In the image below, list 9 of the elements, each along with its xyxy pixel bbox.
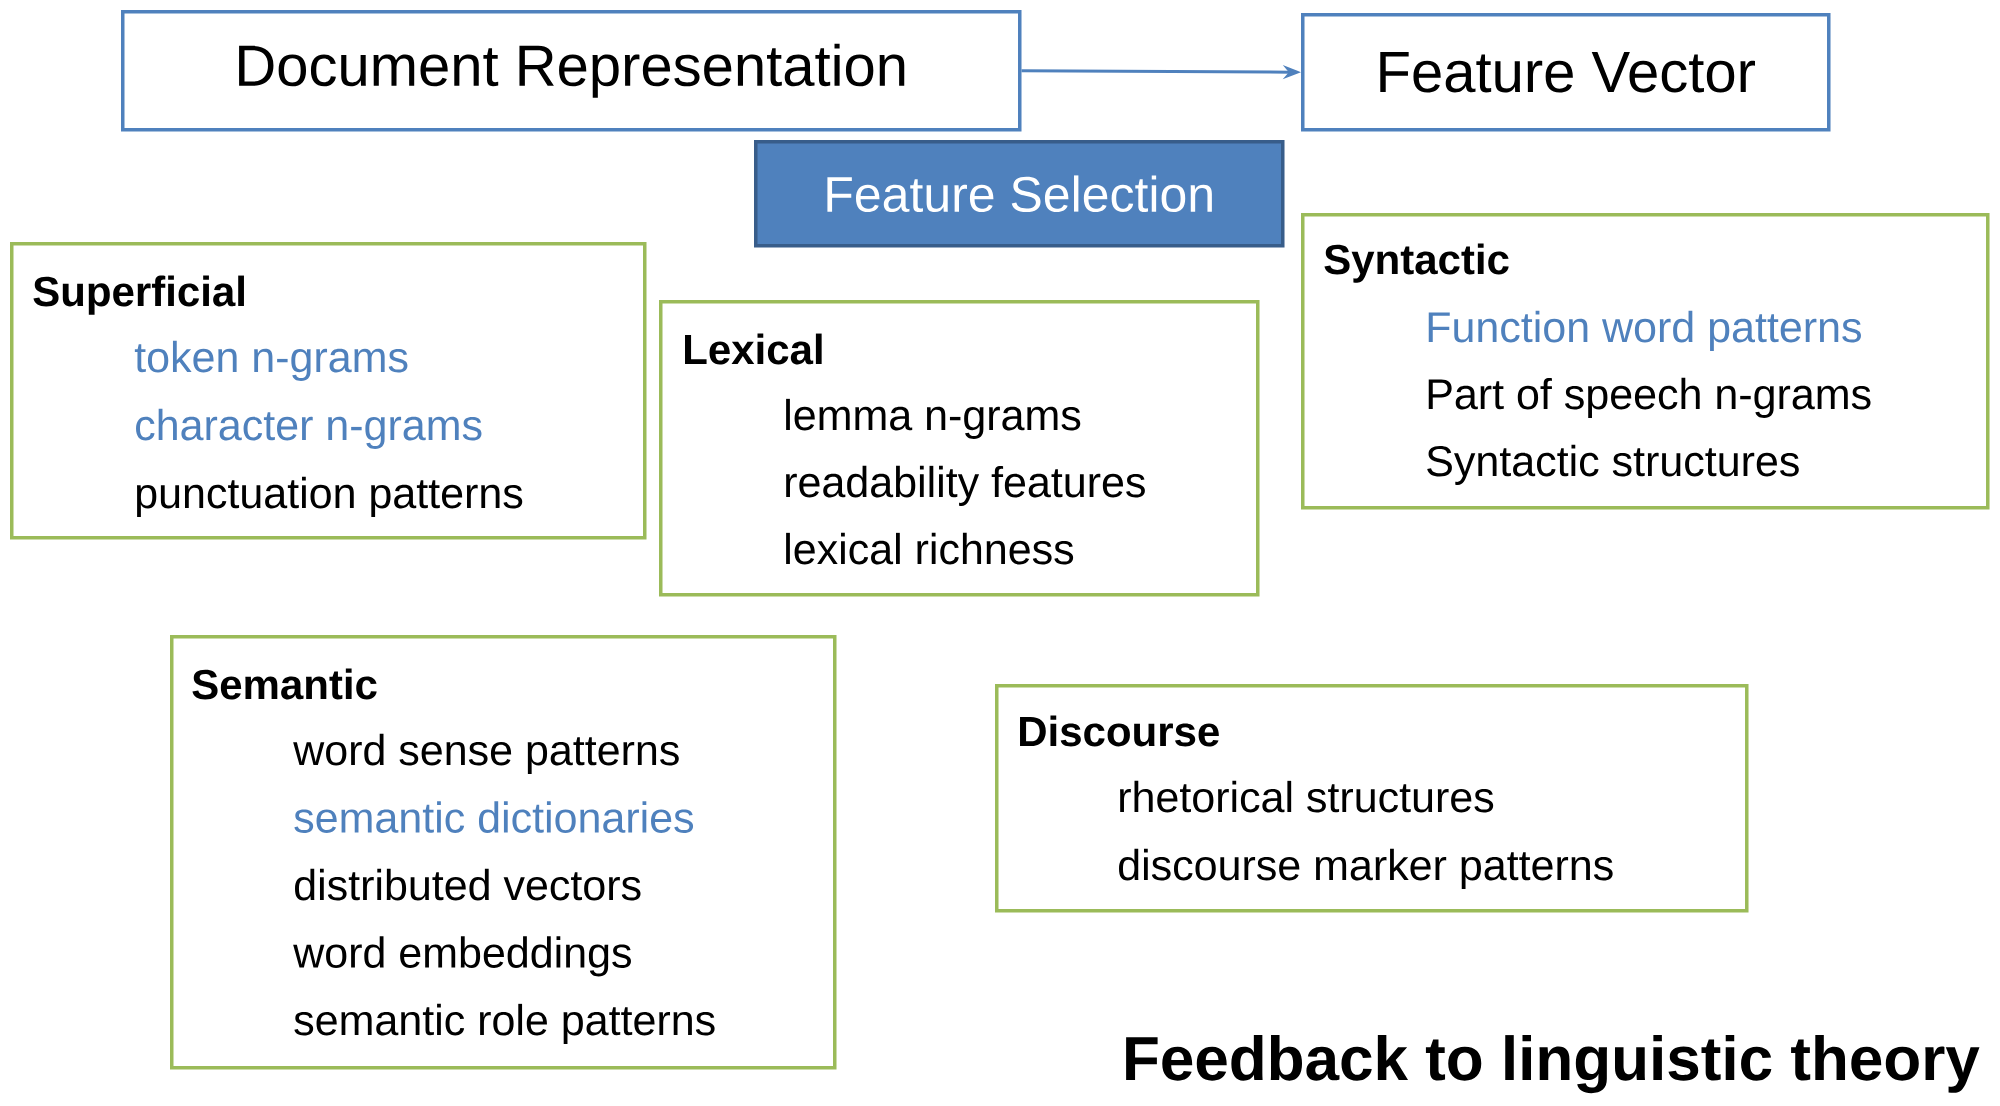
feature-category-box: Lexical lemma n-grams readability features lexical richness (659, 300, 1260, 597)
feature-category-box: Superficial token n-grams character n-grams punctuation patterns (10, 242, 647, 540)
feature-category-box: Semantic word sense patterns semantic dictionaries distributed vectors word embeddings semantic role patterns (170, 635, 837, 1070)
stage-banner: Feature Selection (754, 140, 1285, 248)
feature-category-box: Discourse rhetorical structures discourse marker patterns (995, 684, 1749, 913)
process-box: Document Representation (121, 10, 1022, 132)
conclusion-heading: Feedback to linguistic theory (1126, 1035, 1980, 1094)
feature-category-box: Syntactic Function word patterns Part of speech n-grams Syntactic structures (1301, 213, 1990, 510)
process-box: Feature Vector (1301, 13, 1831, 132)
